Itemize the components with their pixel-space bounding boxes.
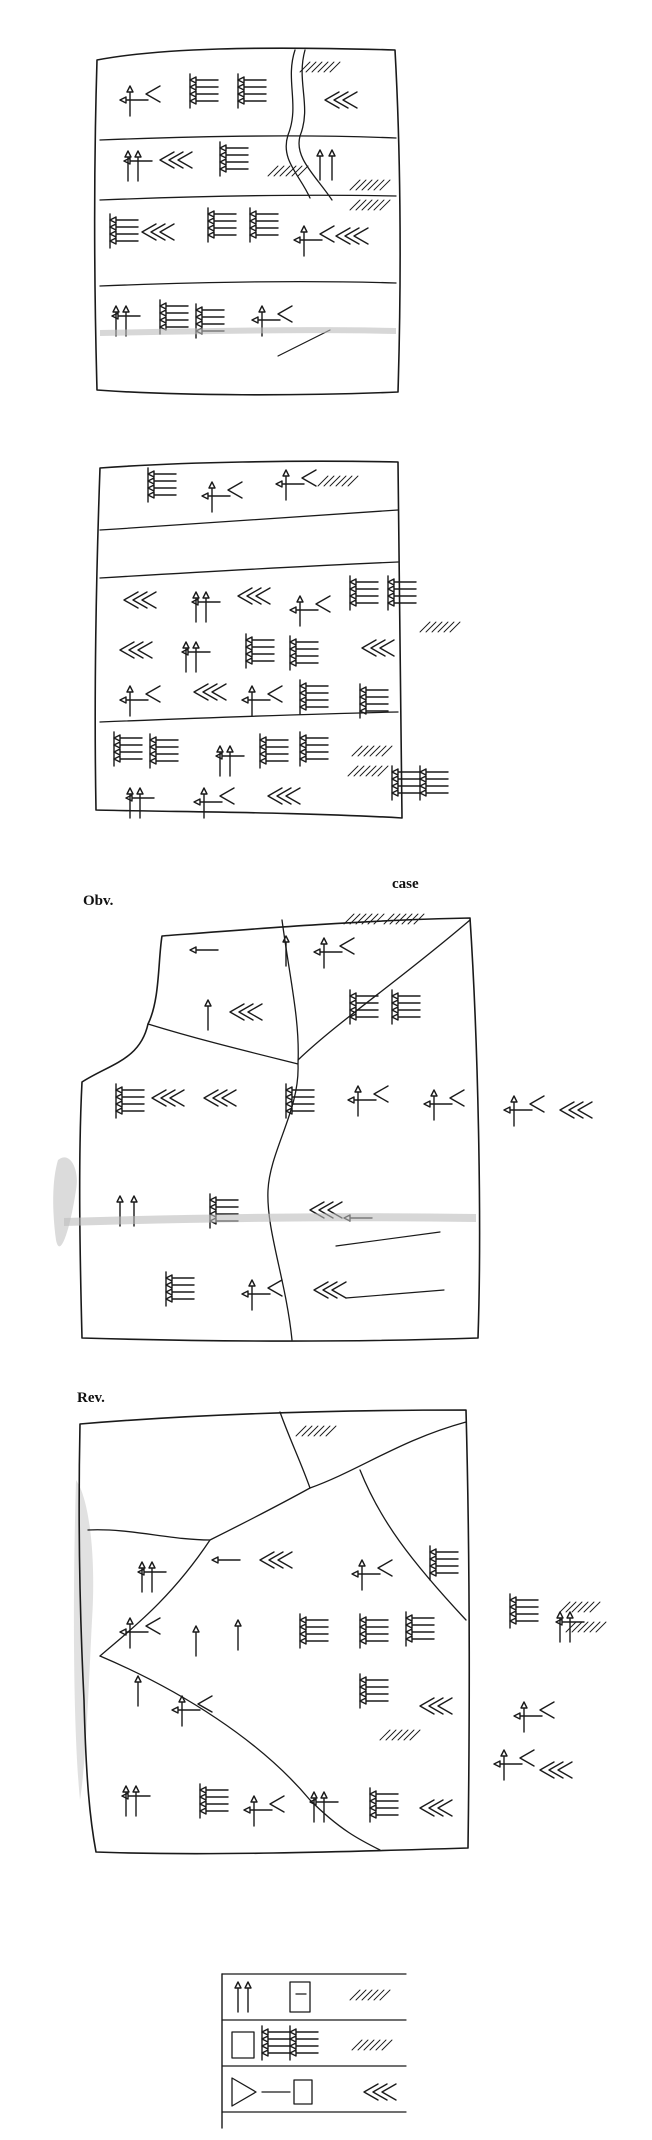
case-obverse bbox=[53, 913, 592, 1342]
case-label: case bbox=[392, 876, 419, 892]
reverse-label: Rev. bbox=[77, 1390, 105, 1406]
case-reverse bbox=[73, 1409, 607, 1855]
tablet-face-2 bbox=[94, 460, 461, 819]
obverse-label: Obv. bbox=[83, 893, 114, 909]
seal-impression bbox=[221, 1973, 407, 2129]
tablet-face-1 bbox=[93, 47, 401, 396]
